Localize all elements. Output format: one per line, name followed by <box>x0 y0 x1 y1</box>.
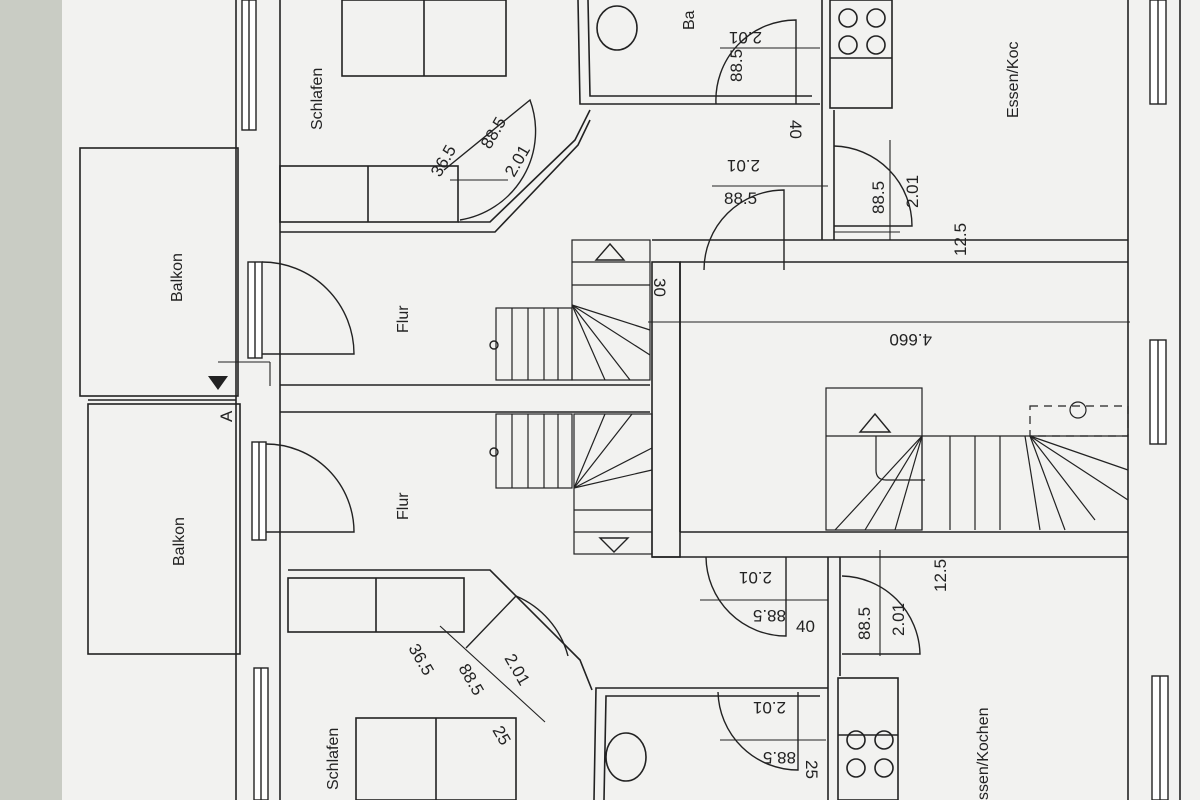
dim-label: 88.5 <box>763 748 796 767</box>
dim-label: 88.5 <box>455 661 488 699</box>
dim-label: 30 <box>650 278 669 297</box>
room-label-bad-top: Ba <box>681 10 698 30</box>
room-label-schlafen-top: Schlafen <box>309 68 326 130</box>
room-label-balkon-bottom: Balkon <box>171 517 188 566</box>
dim-label: 40 <box>796 617 815 636</box>
door-swings <box>261 19 921 771</box>
dim-label: 36.5 <box>405 641 438 679</box>
dim-label: 2.01 <box>889 603 908 636</box>
dim-label: 4.660 <box>889 330 932 349</box>
dim-label: 25 <box>489 723 515 749</box>
room-label-balkon-top: Balkon <box>169 253 186 302</box>
dim-label: 2.01 <box>501 142 534 180</box>
dim-label: 2.01 <box>903 175 922 208</box>
dimension-arrows <box>208 376 228 390</box>
balcony-top-outline <box>79 147 239 397</box>
dim-label: 88.5 <box>855 607 874 640</box>
dim-label: 88.5 <box>869 181 888 214</box>
dim-label: 2.01 <box>729 28 762 47</box>
dim-label: 88.5 <box>727 49 746 82</box>
dim-label: 2.01 <box>727 156 760 175</box>
room-label-essen-bottom: ssen/Kochen <box>975 707 992 800</box>
dim-label: 25 <box>802 760 821 779</box>
balcony-bottom-outline <box>87 403 241 655</box>
dimension-labels: 2.01 88.5 40 36.5 88.5 2.01 2.01 88.5 88… <box>217 28 970 779</box>
dim-label: 2.01 <box>739 568 772 587</box>
dim-label: 12.5 <box>931 559 950 592</box>
dim-label: 40 <box>786 120 805 139</box>
room-label-flur-top: Flur <box>395 305 412 333</box>
windows <box>241 0 1169 800</box>
section-mark: A <box>217 410 236 422</box>
dim-label: 12.5 <box>951 223 970 256</box>
dimension-lines <box>218 47 1130 741</box>
dim-label: 2.01 <box>501 651 534 689</box>
room-labels: Schlafen Schlafen Balkon Balkon Flur Flu… <box>169 10 1022 800</box>
stair-arrows <box>489 242 892 553</box>
dim-label: 2.01 <box>753 698 786 717</box>
room-label-schlafen-bottom: Schlafen <box>325 728 342 790</box>
room-label-flur-bottom: Flur <box>395 492 412 520</box>
paper-sheet <box>62 0 1200 800</box>
room-label-essen-top: Essen/Koc <box>1005 42 1022 118</box>
dim-label: 88.5 <box>724 189 757 208</box>
stairs <box>495 239 1129 555</box>
dim-label: 88.5 <box>753 606 786 625</box>
walls <box>79 0 1181 800</box>
